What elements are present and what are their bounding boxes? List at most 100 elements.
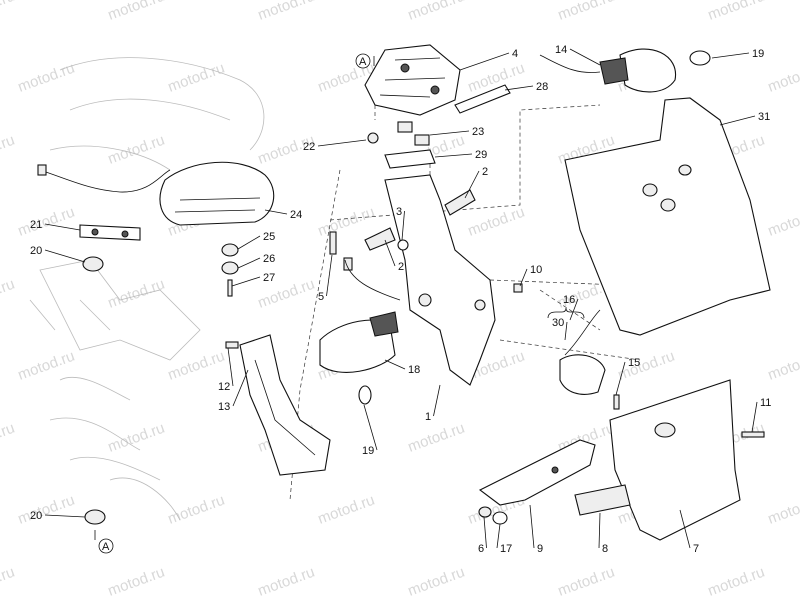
callout-number: 25 — [263, 231, 275, 243]
callout-14: 14 — [555, 44, 601, 66]
callout-leader-line — [598, 512, 601, 549]
callout-19a: 19 — [711, 48, 764, 60]
watermark-text: motod.ru — [706, 0, 767, 24]
callout-brace — [547, 307, 585, 319]
callout-leader-line — [719, 115, 756, 126]
callout-number: 9 — [537, 543, 543, 555]
callout-25: 25 — [237, 231, 275, 250]
part-19-bulb-lower — [358, 385, 372, 405]
callout-number: 5 — [318, 291, 324, 303]
callout-number: 17 — [500, 543, 512, 555]
part-3-clip — [397, 239, 409, 251]
watermark-text: motod.ru — [766, 348, 800, 384]
watermark-text: motod.ru — [256, 0, 317, 24]
reference-marker-a-bottom: A — [94, 530, 114, 554]
callout-leader-line — [615, 361, 626, 396]
callout-leader-line — [433, 384, 441, 417]
callout-28: 28 — [504, 81, 548, 93]
watermark-text: motod.ru — [406, 0, 467, 24]
callout-4: 4 — [459, 48, 518, 71]
part-26-spacer — [221, 261, 239, 275]
part-10-clip — [513, 283, 523, 293]
callout-number: 3 — [396, 206, 402, 218]
part-7-plate-bracket — [609, 379, 741, 541]
part-20-grommet-upper — [82, 256, 104, 272]
callout-number: 20 — [30, 245, 42, 257]
watermark-text: motod.ru — [0, 420, 17, 456]
callout-number: 20 — [30, 510, 42, 522]
watermark-text: motod.ru — [0, 0, 17, 24]
callout-leader-line — [44, 514, 86, 518]
part-15-bolt — [613, 394, 620, 410]
callout-27: 27 — [231, 272, 275, 287]
watermark-text: motod.ru — [766, 60, 800, 96]
callout-leader-line — [232, 369, 249, 407]
callout-15: 15 — [615, 357, 640, 396]
callout-leader-line — [569, 48, 601, 66]
watermark-text: motod.ru — [0, 132, 17, 168]
callout-number: 11 — [760, 397, 771, 409]
callout-leader-line — [429, 130, 470, 136]
callout-number: 14 — [555, 44, 567, 56]
callout-2a: 2 — [464, 166, 488, 199]
part-22-nut — [367, 132, 379, 144]
callout-number: 2 — [482, 166, 488, 178]
background-frame-sketch — [29, 57, 265, 521]
callout-leader-line — [264, 209, 288, 215]
callout-26: 26 — [237, 253, 275, 269]
part-16-license-light — [559, 309, 606, 395]
callout-number: 4 — [512, 48, 518, 60]
callout-18: 18 — [384, 359, 420, 376]
callout-leader-line — [237, 235, 261, 250]
watermark-text: motod.ru — [766, 492, 800, 528]
callout-number: 28 — [536, 81, 548, 93]
callout-leader-line — [564, 321, 568, 341]
callout-leader-line — [44, 223, 81, 231]
callout-number: 12 — [218, 381, 230, 393]
callout-2b: 2 — [384, 239, 404, 273]
callout-number: 8 — [602, 543, 608, 555]
watermark-text: motod.ru — [166, 348, 227, 384]
callout-leader-line — [401, 210, 405, 241]
part-2-bolt-upper — [444, 189, 476, 216]
callout-leader-line — [227, 347, 234, 387]
watermark-text: motod.ru — [766, 204, 800, 240]
part-12-screw — [225, 341, 239, 349]
watermark-text: motod.ru — [256, 564, 317, 600]
callout-31: 31 — [719, 111, 770, 126]
watermark-text: motod.ru — [166, 60, 227, 96]
watermark-text: motod.ru — [556, 564, 617, 600]
callout-leader-line — [711, 52, 750, 59]
callout-number: 31 — [758, 111, 770, 123]
part-28-shaft — [454, 84, 511, 114]
callout-number: 30 — [552, 317, 564, 329]
callout-8: 8 — [598, 512, 608, 555]
watermark-text: motod.ru — [316, 492, 377, 528]
callout-30: 30 — [552, 317, 568, 341]
callout-21: 21 — [30, 219, 81, 231]
callout-11: 11 — [751, 397, 771, 433]
callout-number: 1 — [425, 411, 431, 423]
callout-number: 10 — [530, 264, 542, 276]
part-5-bulb-socket — [329, 231, 353, 271]
callout-leader-line — [496, 523, 501, 549]
callout-leader-line — [326, 254, 333, 297]
part-19-bulb-upper — [689, 50, 711, 66]
callout-number: 26 — [263, 253, 275, 265]
callout-number: 22 — [303, 141, 315, 153]
callout-leader-line — [519, 268, 528, 287]
watermark-text: motod.ru — [406, 420, 467, 456]
callout-10: 10 — [519, 264, 542, 287]
callout-leader-line — [679, 509, 691, 549]
watermark-text: motod.ru — [106, 564, 167, 600]
watermark-text: motod.ru — [406, 564, 467, 600]
callout-leader-line — [464, 170, 480, 199]
callout-19b: 19 — [362, 404, 378, 457]
callout-number: 24 — [290, 209, 302, 221]
watermark-text: motod.ru — [0, 564, 17, 600]
callout-number: 15 — [628, 357, 640, 369]
callout-leader-line — [751, 401, 758, 433]
part-6-nut — [478, 506, 492, 518]
watermark-text: motod.ru — [106, 132, 167, 168]
